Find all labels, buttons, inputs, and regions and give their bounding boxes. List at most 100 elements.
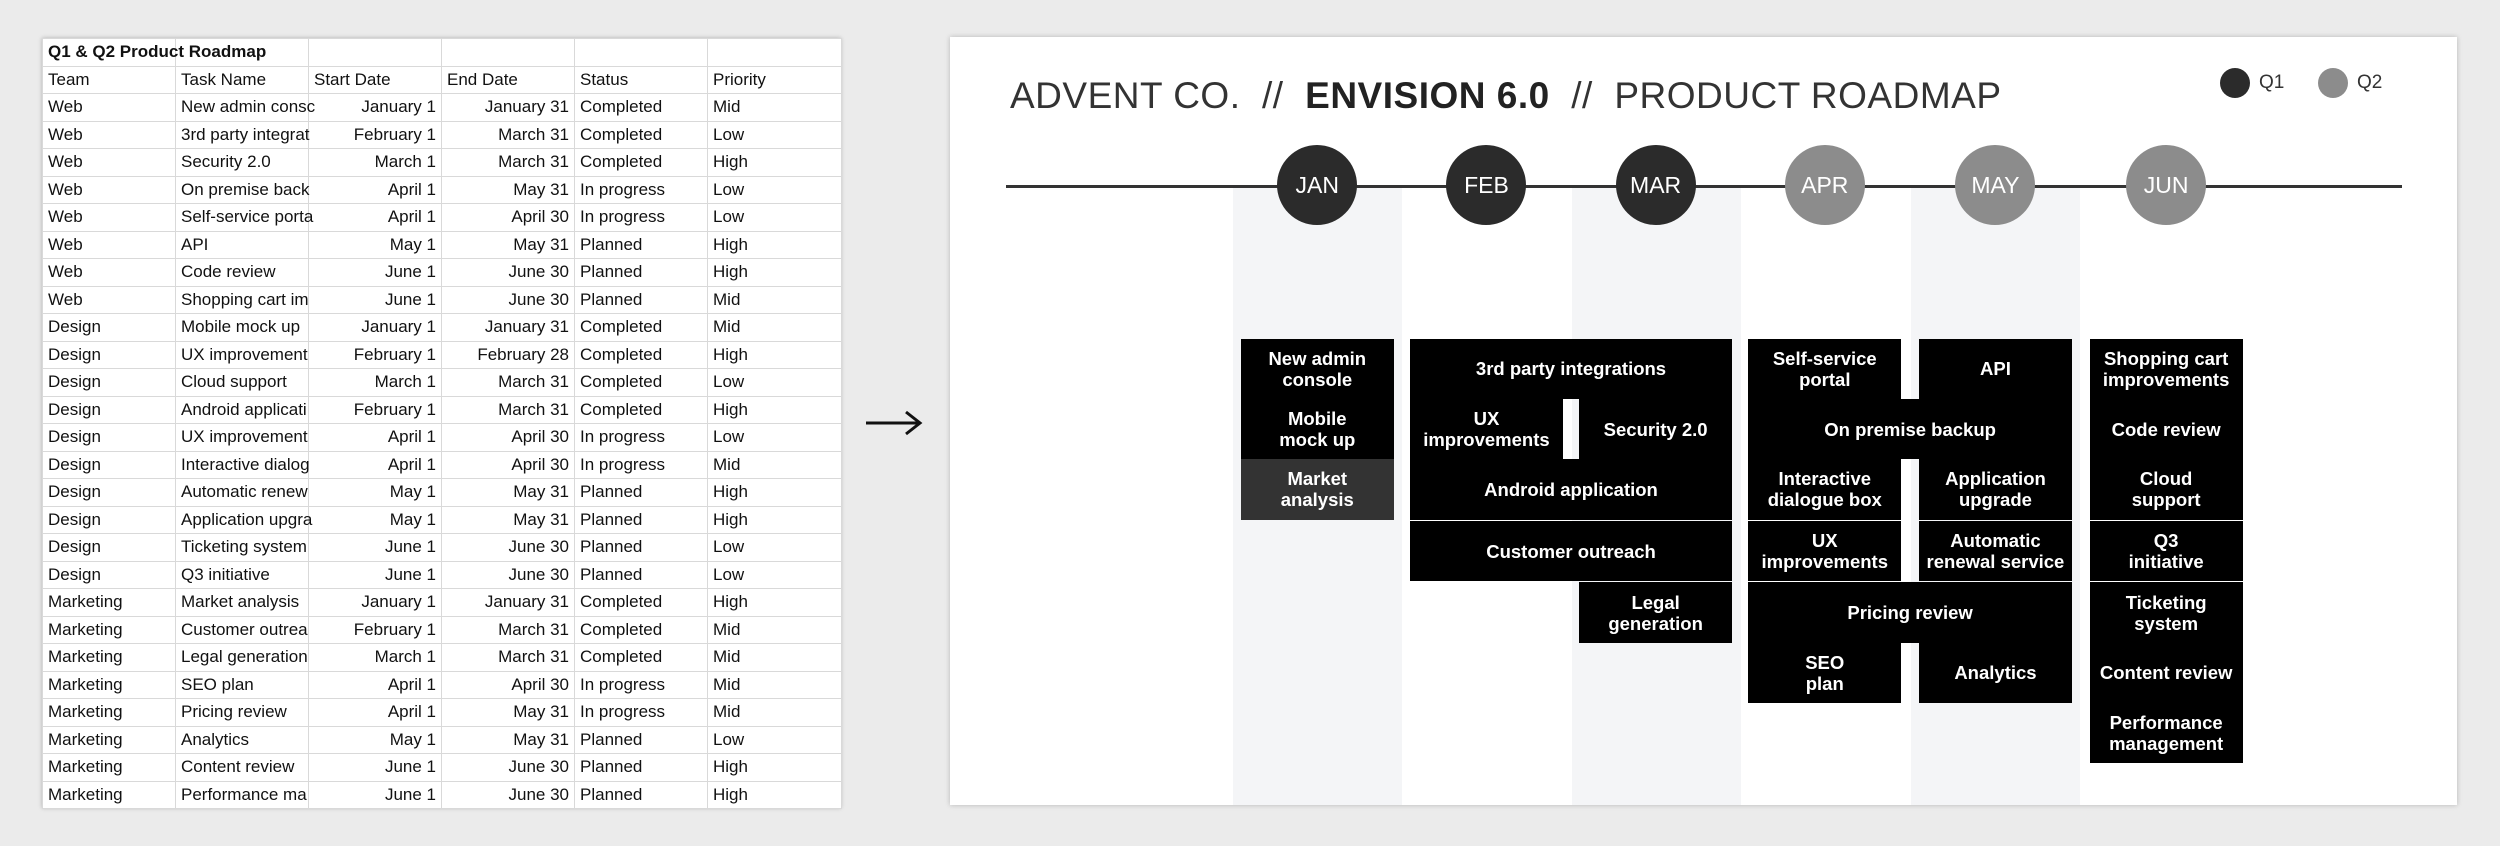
- table-cell[interactable]: High: [707, 395, 842, 424]
- task-block[interactable]: Legal generation: [1579, 582, 1733, 643]
- task-block[interactable]: Analytics: [1918, 642, 2072, 704]
- task-block[interactable]: Q3 initiative: [2089, 520, 2243, 582]
- table-cell[interactable]: Web: [42, 148, 176, 177]
- table-cell[interactable]: February 1: [308, 615, 442, 644]
- table-cell[interactable]: Planned: [574, 560, 708, 589]
- table-cell[interactable]: Marketing: [42, 780, 176, 809]
- table-cell[interactable]: Pricing review: [175, 698, 309, 727]
- table-cell[interactable]: May 31: [441, 698, 575, 727]
- table-cell[interactable]: Interactive dialog: [175, 450, 310, 479]
- table-cell[interactable]: May 1: [308, 230, 442, 259]
- table-cell[interactable]: Completed: [574, 93, 708, 122]
- table-cell[interactable]: Mid: [707, 450, 842, 479]
- table-cell[interactable]: May 31: [441, 725, 575, 754]
- table-cell[interactable]: [308, 38, 442, 67]
- table-cell[interactable]: On premise back: [175, 175, 310, 204]
- table-cell[interactable]: High: [707, 505, 842, 534]
- task-block[interactable]: Pricing review: [1748, 582, 2072, 643]
- table-cell[interactable]: Marketing: [42, 615, 176, 644]
- table-cell[interactable]: Security 2.0: [175, 148, 309, 177]
- table-cell[interactable]: In progress: [574, 423, 708, 452]
- table-cell[interactable]: January 31: [441, 588, 575, 617]
- table-cell[interactable]: June 1: [308, 780, 442, 809]
- table-cell[interactable]: End Date: [441, 65, 575, 94]
- table-cell[interactable]: April 1: [308, 670, 442, 699]
- table-cell[interactable]: Planned: [574, 753, 708, 782]
- table-cell[interactable]: Planned: [574, 780, 708, 809]
- table-cell[interactable]: In progress: [574, 698, 708, 727]
- table-cell[interactable]: Low: [707, 120, 842, 149]
- table-cell[interactable]: March 1: [308, 368, 442, 397]
- table-cell[interactable]: Planned: [574, 725, 708, 754]
- table-cell[interactable]: Marketing: [42, 588, 176, 617]
- table-cell[interactable]: April 30: [441, 203, 575, 232]
- task-block[interactable]: Self-service portal: [1748, 338, 1902, 400]
- table-cell[interactable]: February 1: [308, 395, 442, 424]
- table-cell[interactable]: Customer outrea: [175, 615, 309, 644]
- table-cell[interactable]: Application upgra: [175, 505, 312, 534]
- table-cell[interactable]: Web: [42, 285, 176, 314]
- table-cell[interactable]: January 31: [441, 313, 575, 342]
- table-cell[interactable]: Cloud support: [175, 368, 309, 397]
- table-cell[interactable]: June 1: [308, 285, 442, 314]
- table-cell[interactable]: Planned: [574, 478, 708, 507]
- table-cell[interactable]: Mid: [707, 313, 842, 342]
- table-cell[interactable]: Design: [42, 478, 176, 507]
- table-cell[interactable]: June 30: [441, 285, 575, 314]
- table-cell[interactable]: Design: [42, 423, 176, 452]
- table-cell[interactable]: January 1: [308, 313, 442, 342]
- table-cell[interactable]: June 30: [441, 753, 575, 782]
- table-cell[interactable]: March 31: [441, 120, 575, 149]
- table-cell[interactable]: March 31: [441, 615, 575, 644]
- table-cell[interactable]: [707, 38, 842, 67]
- table-cell[interactable]: Completed: [574, 643, 708, 672]
- table-cell[interactable]: High: [707, 780, 842, 809]
- table-cell[interactable]: April 1: [308, 698, 442, 727]
- table-cell[interactable]: Android applicati: [175, 395, 309, 424]
- table-cell[interactable]: March 31: [441, 368, 575, 397]
- task-block[interactable]: On premise backup: [1748, 398, 2072, 460]
- table-cell[interactable]: In progress: [574, 175, 708, 204]
- table-cell[interactable]: March 1: [308, 148, 442, 177]
- table-cell[interactable]: January 1: [308, 588, 442, 617]
- task-block[interactable]: SEO plan: [1748, 642, 1902, 704]
- table-cell[interactable]: March 31: [441, 148, 575, 177]
- table-cell[interactable]: 3rd party integrat: [175, 120, 310, 149]
- task-block[interactable]: New admin console: [1240, 338, 1394, 400]
- table-cell[interactable]: June 1: [308, 258, 442, 287]
- table-cell[interactable]: Q1 & Q2 Product Roadmap: [42, 38, 266, 67]
- table-cell[interactable]: April 1: [308, 203, 442, 232]
- table-cell[interactable]: API: [175, 230, 309, 259]
- table-cell[interactable]: Self-service porta: [175, 203, 313, 232]
- table-cell[interactable]: Planned: [574, 533, 708, 562]
- table-cell[interactable]: February 1: [308, 340, 442, 369]
- table-cell[interactable]: UX improvement: [175, 423, 309, 452]
- task-block[interactable]: Application upgrade: [1918, 459, 2072, 520]
- table-cell[interactable]: Low: [707, 423, 842, 452]
- table-cell[interactable]: High: [707, 258, 842, 287]
- table-cell[interactable]: June 1: [308, 753, 442, 782]
- task-block[interactable]: Code review: [2089, 398, 2243, 460]
- table-cell[interactable]: Completed: [574, 340, 708, 369]
- table-cell[interactable]: Design: [42, 395, 176, 424]
- table-cell[interactable]: High: [707, 340, 842, 369]
- table-cell[interactable]: Web: [42, 120, 176, 149]
- table-cell[interactable]: June 30: [441, 533, 575, 562]
- table-cell[interactable]: Design: [42, 505, 176, 534]
- table-cell[interactable]: Completed: [574, 368, 708, 397]
- table-cell[interactable]: Low: [707, 175, 842, 204]
- table-cell[interactable]: Marketing: [42, 643, 176, 672]
- table-cell[interactable]: Design: [42, 368, 176, 397]
- table-cell[interactable]: Mobile mock up: [175, 313, 309, 342]
- table-cell[interactable]: Q3 initiative: [175, 560, 309, 589]
- table-cell[interactable]: In progress: [574, 670, 708, 699]
- task-block[interactable]: Interactive dialogue box: [1748, 459, 1902, 520]
- table-cell[interactable]: March 31: [441, 643, 575, 672]
- table-cell[interactable]: Planned: [574, 230, 708, 259]
- table-cell[interactable]: [441, 38, 575, 67]
- table-cell[interactable]: High: [707, 230, 842, 259]
- table-cell[interactable]: Low: [707, 203, 842, 232]
- table-cell[interactable]: In progress: [574, 450, 708, 479]
- task-block[interactable]: Customer outreach: [1409, 520, 1733, 582]
- table-cell[interactable]: January 1: [308, 93, 442, 122]
